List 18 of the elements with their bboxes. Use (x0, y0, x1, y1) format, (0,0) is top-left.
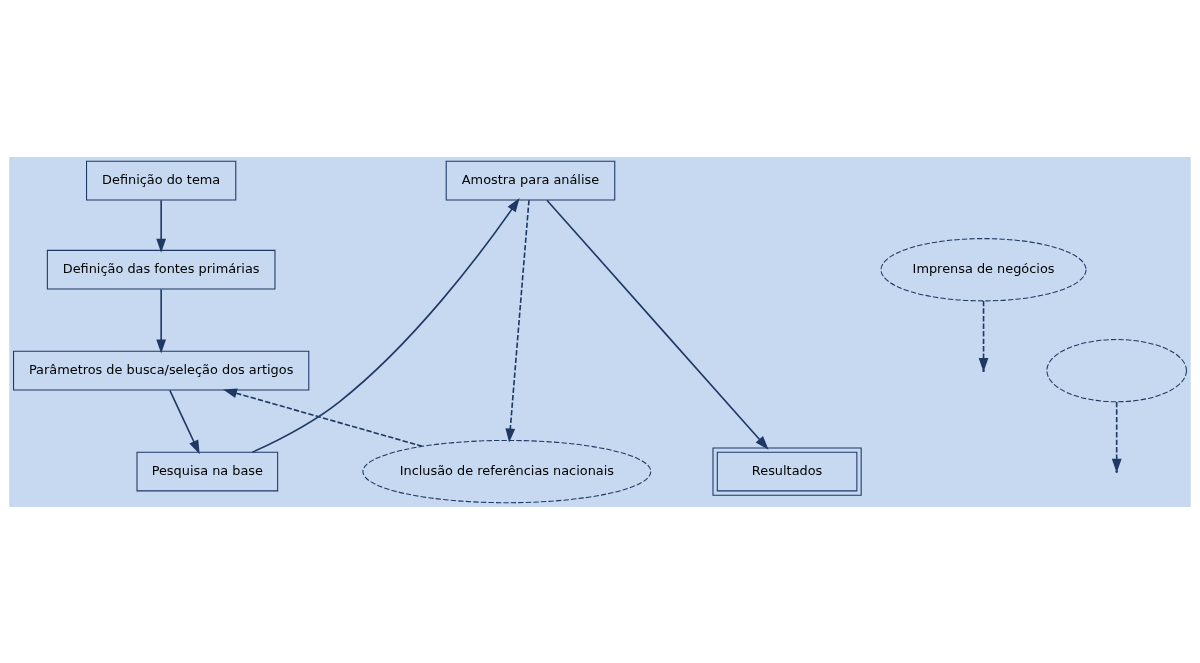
arrow (251, 197, 520, 453)
node-ellipse: Imprensa de negócios (880, 237, 1087, 301)
node-box: Amostra para análise (445, 160, 616, 200)
arrow (156, 288, 167, 353)
node-box: Parâmetros de busca/seleção dos artigos (13, 350, 310, 390)
node-box: Pesquisa na base (136, 451, 279, 491)
arrow (505, 198, 530, 442)
arrow (978, 299, 989, 372)
node-box: Resultados (712, 446, 862, 496)
node-box: Definição das fontes primárias (46, 249, 276, 290)
arrow (169, 389, 200, 454)
node-ellipse (1046, 338, 1187, 402)
node-ellipse: Inclusão de referências nacionais (362, 439, 652, 503)
arrow (156, 198, 167, 253)
node-box: Definição do tema (86, 160, 237, 200)
arrow (223, 388, 423, 447)
arrow (546, 198, 769, 450)
arrow (1111, 400, 1122, 473)
